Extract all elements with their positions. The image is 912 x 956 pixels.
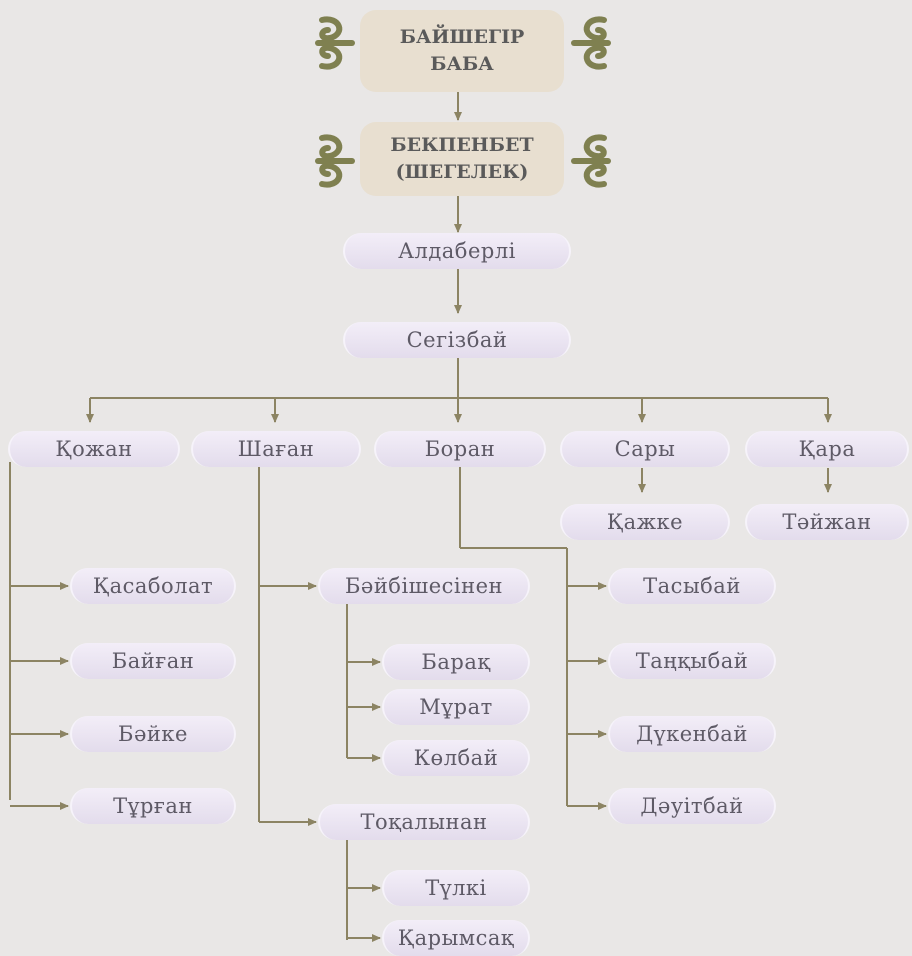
node-turgan: Тұрған <box>70 788 236 824</box>
node-murat: Мұрат <box>382 689 530 725</box>
node-barak: Барақ <box>382 644 530 680</box>
node-boran: Боран <box>374 431 546 467</box>
node-baibishesinen: Бәйбішесінен <box>318 568 530 604</box>
header-node-bekpenbet: БЕКПЕНБЕТ (ШЕГЕЛЕК) <box>360 122 564 196</box>
node-kolbai: Көлбай <box>382 740 530 776</box>
node-taizhan: Тәйжан <box>745 504 909 540</box>
header-node-baishegir: БАЙШЕГІР БАБА <box>360 10 564 92</box>
node-kasabolat: Қасаболат <box>70 568 236 604</box>
node-baigan: Байған <box>70 643 236 679</box>
node-shagan: Шаған <box>191 431 361 467</box>
ornament-icon <box>315 16 355 70</box>
node-kara: Қара <box>745 431 909 467</box>
node-karymsak: Қарымсақ <box>382 920 530 956</box>
node-segizbai: Сегізбай <box>343 322 571 358</box>
node-kazhke: Қажке <box>560 504 730 540</box>
node-tulki: Түлкі <box>382 870 530 906</box>
ornament-icon <box>571 134 611 188</box>
header-node-label: БАЙШЕГІР БАБА <box>399 26 525 75</box>
node-kozhan: Қожан <box>8 431 180 467</box>
node-tokalynan: Тоқалынан <box>318 804 530 840</box>
node-baike: Бәйке <box>70 716 236 752</box>
ornament-icon <box>571 16 611 70</box>
node-tasybai: Тасыбай <box>608 568 776 604</box>
header-node-label: БЕКПЕНБЕТ (ШЕГЕЛЕК) <box>390 134 534 183</box>
node-dukenbai: Дүкенбай <box>608 716 776 752</box>
ornament-icon <box>315 134 355 188</box>
node-aldaberli: Алдаберлі <box>343 233 571 269</box>
node-dauitbai: Дәуітбай <box>608 788 776 824</box>
node-sary: Сары <box>560 431 730 467</box>
node-tankybai: Таңқыбай <box>608 643 776 679</box>
